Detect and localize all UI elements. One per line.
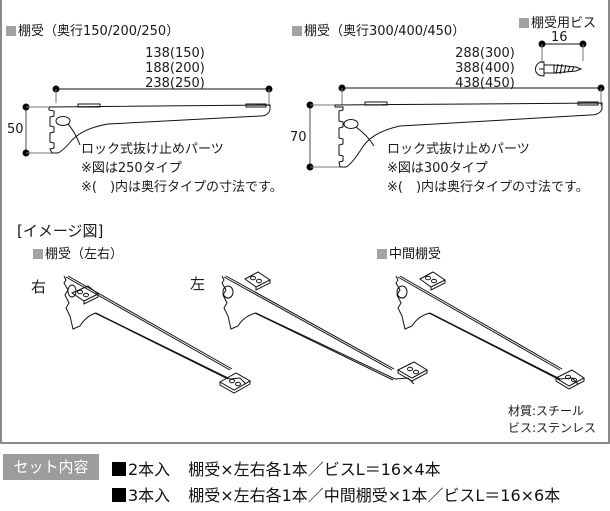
section-a-note2: ※( )内は奥行タイプの寸法です。 [81, 180, 283, 195]
section-a-dimensions: 138(150) 188(200) 238(250) [120, 46, 230, 91]
section-b-dimensions: 288(300) 388(400) 438(450) [430, 46, 540, 91]
section-a-note1: ※図は250タイプ [81, 161, 182, 176]
black-square-icon [112, 462, 126, 476]
set-detail: 棚受×左右各1本／中間棚受×1本／ビスL＝16×6本 [188, 486, 561, 505]
set-line-2pcs: 2本入棚受×左右各1本／ビスL＝16×4本 [112, 456, 441, 480]
label-square-icon [292, 26, 302, 36]
label-square-icon [377, 249, 387, 259]
left-bracket-label: 左 [190, 275, 206, 293]
set-qty: 2本入 [128, 460, 171, 479]
left-right-bracket-label: 棚受（左右） [33, 243, 123, 262]
diagram-frame [0, 0, 610, 444]
section-a-title: 棚受（奥行150/200/250） [6, 20, 179, 39]
dim-length-450: 438(450) [455, 76, 515, 91]
screw-title: 棚受用ビス [519, 12, 596, 31]
middle-bracket-label: 中間棚受 [377, 243, 441, 262]
dim-length-200: 188(200) [145, 61, 205, 76]
dim-length-300: 288(300) [455, 46, 515, 61]
dim-length-150: 138(150) [145, 46, 205, 61]
screw-length: 16 [551, 30, 568, 45]
section-b-note2: ※( )内は奥行タイプの寸法です。 [387, 180, 589, 195]
right-bracket-label: 右 [31, 278, 47, 296]
section-a-height: 50 [7, 122, 24, 137]
set-contents-badge: セット内容 [3, 454, 99, 480]
label-square-icon [33, 249, 43, 259]
material-bracket: 材質:スチール [508, 404, 585, 418]
set-qty: 3本入 [128, 486, 171, 505]
middle-bracket-drawing [395, 271, 585, 390]
bracket-b-side-view [306, 84, 605, 171]
dim-length-250: 238(250) [145, 76, 205, 91]
set-line-3pcs: 3本入棚受×左右各1本／中間棚受×1本／ビスL＝16×6本 [112, 482, 560, 506]
dim-length-400: 388(400) [455, 61, 515, 76]
label-square-icon [6, 26, 16, 36]
label-square-icon [519, 18, 529, 28]
left-bracket-drawing [221, 271, 429, 385]
section-b-height: 70 [290, 130, 307, 145]
technical-drawings [22, 40, 605, 394]
image-section-heading: [イメージ図] [17, 222, 104, 240]
black-square-icon [112, 488, 126, 502]
section-b-callout: ロック式抜け止めパーツ [387, 142, 530, 157]
section-a-callout: ロック式抜け止めパーツ [81, 142, 224, 157]
right-bracket-drawing [63, 275, 252, 394]
section-b-note1: ※図は300タイプ [387, 161, 488, 176]
bracket-a-side-view [22, 85, 273, 157]
screw-drawing [535, 40, 587, 77]
material-screw: ビス:ステンレス [508, 421, 597, 435]
set-detail: 棚受×左右各1本／ビスL＝16×4本 [188, 460, 441, 479]
section-b-title: 棚受（奥行300/400/450） [292, 20, 465, 39]
